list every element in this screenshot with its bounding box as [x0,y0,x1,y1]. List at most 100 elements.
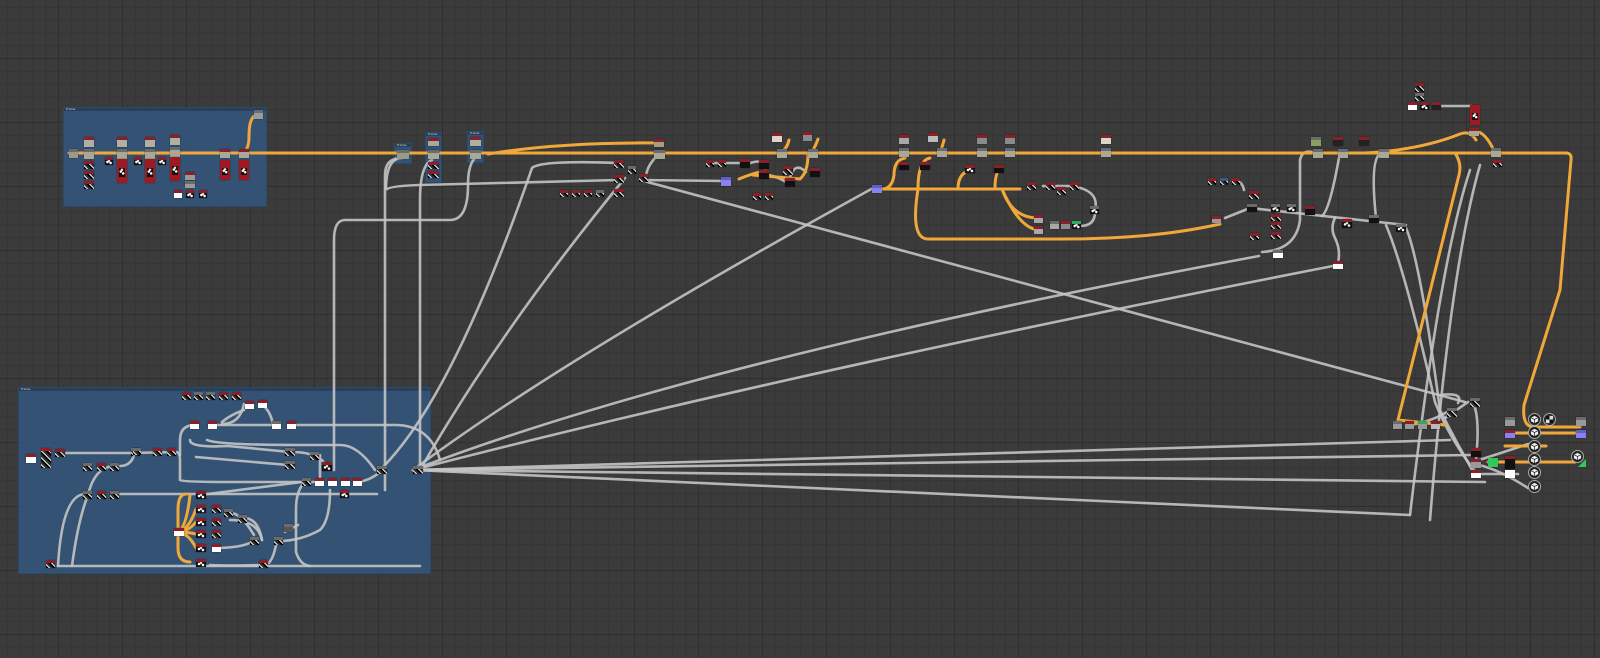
graph-node[interactable] [759,170,769,179]
graph-node[interactable] [26,454,36,463]
graph-node[interactable] [353,478,362,486]
graph-node[interactable] [199,190,207,198]
graph-node[interactable] [1101,148,1111,157]
graph-node[interactable] [937,148,947,157]
graph-node[interactable] [1493,160,1502,167]
graph-node[interactable] [84,137,94,147]
graph-node[interactable] [1313,149,1323,158]
graph-node[interactable] [212,530,221,538]
graph-node[interactable] [1415,83,1424,92]
graph-node[interactable] [196,530,206,538]
graph-node[interactable] [899,162,909,170]
graph-node[interactable] [174,190,182,198]
graph-node[interactable] [340,490,349,498]
graph-node[interactable] [994,165,1004,173]
graph-node[interactable] [1271,222,1281,229]
graph-node[interactable] [1090,206,1099,214]
graph-node[interactable] [772,133,782,142]
graph-node[interactable] [1488,458,1498,467]
graph-node[interactable] [1471,448,1481,457]
graph-node[interactable] [250,537,259,545]
graph-node[interactable] [560,190,568,197]
graph-node[interactable] [740,159,750,168]
graph-node[interactable] [239,160,249,180]
graph-node[interactable] [41,448,51,468]
graph-node[interactable] [1393,421,1402,429]
instance-node[interactable] [1528,413,1541,426]
graph-node[interactable] [287,421,296,429]
graph-node[interactable] [196,505,206,513]
graph-node[interactable] [899,148,909,157]
graph-node[interactable] [212,505,221,513]
graph-node[interactable] [614,175,624,183]
graph-node[interactable] [1220,178,1228,185]
graph-node[interactable] [1505,417,1515,426]
graph-node[interactable] [145,159,155,183]
graph-node[interactable] [259,560,268,568]
graph-node[interactable] [920,162,930,170]
graph-node[interactable] [46,560,55,568]
graph-node[interactable] [145,137,155,147]
graph-node[interactable] [1101,135,1111,144]
graph-node[interactable] [1447,408,1457,417]
graph-node[interactable] [785,178,795,187]
graph-node[interactable] [170,147,180,157]
graph-node[interactable] [977,135,987,144]
graph-node[interactable] [1470,398,1480,407]
graph-node[interactable] [117,149,127,159]
graph-node[interactable] [284,524,293,532]
graph-node[interactable] [274,537,283,545]
graph-node[interactable] [1505,430,1515,438]
graph-node[interactable] [219,392,228,400]
graph-node[interactable] [84,149,94,159]
graph-node[interactable] [1379,149,1389,158]
graph-node[interactable] [134,157,142,165]
graph-node[interactable] [377,466,387,474]
graph-node[interactable] [1034,215,1043,223]
graph-node[interactable] [158,157,166,165]
graph-node[interactable] [1050,221,1059,229]
graph-node[interactable] [170,157,180,181]
graph-node[interactable] [117,137,127,147]
instance-node[interactable] [1528,466,1541,479]
graph-node[interactable] [1311,137,1321,146]
graph-node[interactable] [310,452,319,460]
graph-node[interactable] [185,181,195,188]
graph-node[interactable] [628,166,636,174]
graph-node[interactable] [614,160,624,168]
graph-node[interactable] [1505,456,1515,469]
graph-node[interactable] [397,150,409,159]
graph-node[interactable] [153,448,162,456]
graph-node[interactable] [302,478,311,486]
graph-node[interactable] [212,544,221,552]
graph-node[interactable] [1471,470,1481,478]
graph-node[interactable] [1359,137,1369,146]
graph-node[interactable] [1342,219,1352,228]
graph-node[interactable] [1212,216,1221,223]
graph-node[interactable] [341,478,350,486]
graph-node[interactable] [639,174,648,182]
graph-node[interactable] [83,491,92,499]
graph-node[interactable] [1408,102,1417,110]
graph-node[interactable] [1420,102,1429,110]
graph-node[interactable] [1505,470,1515,478]
graph-node[interactable] [196,491,206,499]
frame-title-bar[interactable] [395,144,411,147]
graph-node[interactable] [285,448,295,456]
graph-node[interactable] [174,528,184,536]
graph-node[interactable] [965,165,975,173]
graph-node[interactable] [196,518,206,526]
graph-node[interactable] [1072,221,1081,229]
graph-node[interactable] [1471,459,1481,468]
graph-node[interactable] [84,181,94,189]
graph-node[interactable] [315,478,324,486]
graph-node[interactable] [133,448,141,455]
graph-node[interactable] [167,448,176,456]
instance-node[interactable] [1528,453,1541,466]
graph-node[interactable] [110,491,119,499]
graph-node[interactable] [208,421,217,429]
frame-title-bar[interactable] [19,388,430,391]
graph-node[interactable] [1046,182,1055,190]
graph-node[interactable] [1061,221,1070,229]
graph-node[interactable] [706,160,714,167]
